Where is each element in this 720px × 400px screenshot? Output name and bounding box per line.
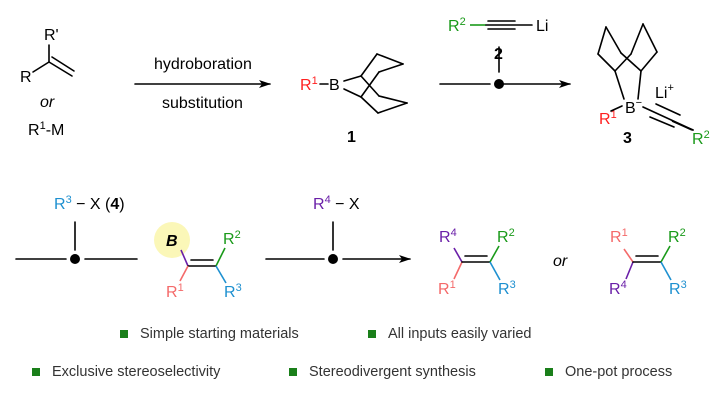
feature-label: All inputs easily varied <box>388 326 532 342</box>
feature-label: Exclusive stereoselectivity <box>52 364 221 380</box>
addition-point-icon <box>328 254 338 264</box>
feature-label: Simple starting materials <box>140 326 299 342</box>
arrow-label-substitution: substitution <box>162 95 243 112</box>
addition-point-icon <box>494 79 504 89</box>
vinylborane-intermediate: B R2 R1 R3 <box>154 222 242 301</box>
compound-3-r2: R2 <box>692 129 710 148</box>
product-b-r1: R1 <box>610 227 628 246</box>
bullet-square-icon <box>289 368 297 376</box>
compound-3-lithium-cation: Li+ <box>655 82 674 102</box>
bullet-square-icon <box>120 330 128 338</box>
reagent-4: R3 − X (4) <box>54 194 125 213</box>
addition-point-icon <box>70 254 80 264</box>
reagent-r4-x: R4 − X <box>313 194 360 213</box>
feature-label: Stereodivergent synthesis <box>309 364 476 380</box>
feature-item: Stereodivergent synthesis <box>289 364 476 380</box>
feature-item: One-pot process <box>545 364 672 380</box>
product-a-r1: R1 <box>438 279 456 298</box>
step-3-arrow: R4 − X <box>265 194 411 264</box>
compound-1-r1: R1 <box>300 75 318 94</box>
starting-alkene: R' R <box>20 27 75 86</box>
compound-1-boron: B <box>329 77 340 94</box>
product-a-r2: R2 <box>497 227 515 246</box>
organometallic-reagent: R1-M <box>28 120 64 139</box>
addition-arrow-2 <box>439 46 571 89</box>
bullet-square-icon <box>368 330 376 338</box>
hydroboration-arrow: hydroboration substitution <box>134 56 271 112</box>
product-a: R4 R1 R2 R3 <box>438 227 516 298</box>
compound-3-label: 3 <box>623 130 632 147</box>
intermediate-r1: R1 <box>166 282 184 301</box>
alkene-substituent-r-prime: R' <box>44 27 59 44</box>
intermediate-r2: R2 <box>223 229 241 248</box>
arrow-label-hydroboration: hydroboration <box>154 56 252 73</box>
compound-1: R1 B 1 <box>300 53 408 146</box>
intermediate-boron: B <box>166 233 178 250</box>
compound-3-r1: R1 <box>599 109 617 128</box>
compound-3-boron: B− <box>625 97 642 117</box>
feature-item: Exclusive stereoselectivity <box>32 364 220 380</box>
product-b-r3: R3 <box>669 279 687 298</box>
alkene-substituent-r: R <box>20 69 32 86</box>
product-b-r2: R2 <box>668 227 686 246</box>
compound-3: B− R1 Li+ R2 3 <box>597 23 710 148</box>
product-b-r4: R4 <box>609 279 627 298</box>
bullet-square-icon <box>32 368 40 376</box>
feature-item: All inputs easily varied <box>368 326 531 342</box>
compound-1-label: 1 <box>347 129 356 146</box>
boron-highlight <box>154 222 190 258</box>
product-a-r3: R3 <box>498 279 516 298</box>
step-2-arrow: R3 − X (4) <box>15 194 138 264</box>
feature-label: One-pot process <box>565 364 673 380</box>
product-b: R1 R4 R2 R3 <box>609 227 687 298</box>
bullet-square-icon <box>545 368 553 376</box>
intermediate-r3: R3 <box>224 282 242 301</box>
reagent-2-r2: R2 <box>448 16 466 35</box>
or-label-2: or <box>553 253 568 270</box>
or-label-1: or <box>40 94 55 111</box>
product-a-r4: R4 <box>439 227 457 246</box>
reagent-2-lithium: Li <box>536 18 548 35</box>
feature-item: Simple starting materials <box>120 326 299 342</box>
